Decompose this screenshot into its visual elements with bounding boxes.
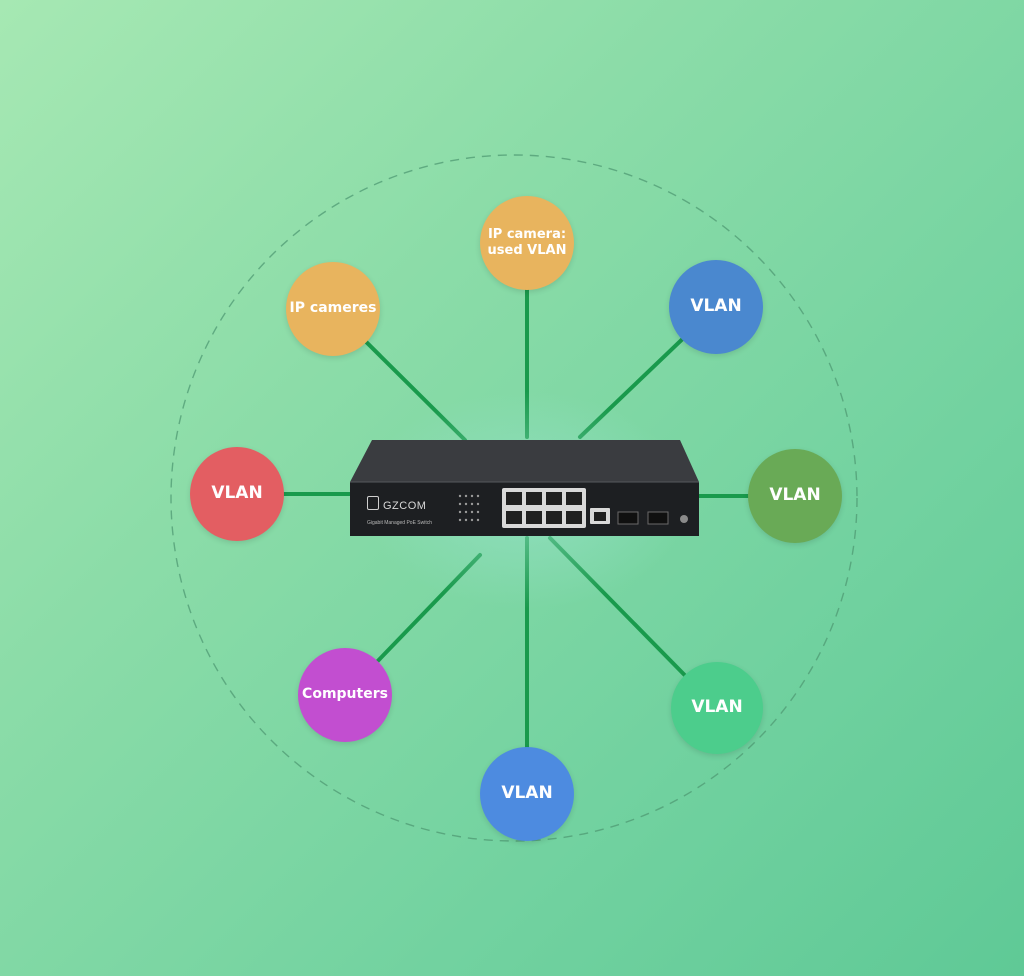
- node-label: VLAN: [691, 697, 743, 718]
- node-ip-cameres: IP cameres: [286, 262, 380, 356]
- sfp-ports: [617, 511, 669, 525]
- node-label: VLAN: [211, 483, 263, 504]
- reset-button: [680, 515, 688, 523]
- dashed-ring: [170, 154, 858, 842]
- node-vlan: VLAN: [748, 449, 842, 543]
- node-vlan: VLAN: [480, 747, 574, 841]
- brand-logo: [367, 496, 379, 510]
- node-label: IP cameres: [289, 300, 377, 317]
- node-vlan: VLAN: [190, 447, 284, 541]
- ethernet-ports: [502, 488, 586, 528]
- switch-top-panel: [350, 440, 699, 482]
- node-ip-camera-used-vlan: IP camera: used VLAN: [480, 196, 574, 290]
- node-label: IP camera: used VLAN: [487, 226, 567, 258]
- status-leds: [458, 494, 480, 522]
- node-label: VLAN: [690, 296, 742, 317]
- switch-brand: GZCOM: [383, 500, 427, 512]
- node-label: VLAN: [769, 485, 821, 506]
- node-vlan: VLAN: [671, 662, 763, 754]
- node-label: Computers: [302, 686, 388, 703]
- node-label: VLAN: [501, 783, 553, 804]
- node-computers: Computers: [298, 648, 392, 742]
- network-switch: [350, 440, 699, 536]
- switch-model: Gigabit Managed PoE Switch: [367, 520, 433, 526]
- node-vlan: VLAN: [669, 260, 763, 354]
